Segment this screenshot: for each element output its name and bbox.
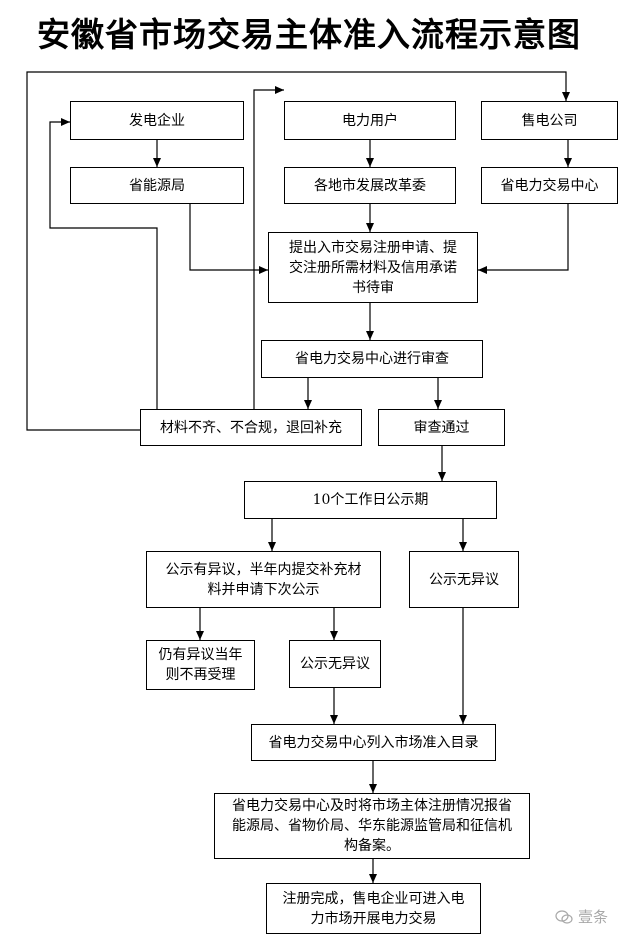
arrow-loop-to-user bbox=[253, 86, 284, 412]
node-electricity-retailer: 售电公司 bbox=[481, 101, 618, 140]
node-power-generator: 发电企业 bbox=[70, 101, 244, 140]
node-no-objection-mid: 公示无异议 bbox=[289, 640, 381, 688]
page-title: 安徽省市场交易主体准入流程示意图 bbox=[37, 15, 581, 54]
node-submit-application: 提出入市交易注册申请、提 交注册所需材料及信用承诺 书待审 bbox=[268, 232, 478, 303]
node-report-filing: 省电力交易中心及时将市场主体注册情况报省 能源局、省物价局、华东能源监管局和征信… bbox=[214, 793, 530, 859]
node-registration-complete: 注册完成，售电企业可进入电 力市场开展电力交易 bbox=[266, 883, 481, 934]
node-objection: 公示有异议，半年内提交补充材 料并申请下次公示 bbox=[146, 551, 381, 608]
node-approved: 审查通过 bbox=[378, 409, 505, 446]
node-still-objection: 仍有异议当年 则不再受理 bbox=[146, 640, 255, 690]
node-review: 省电力交易中心进行审查 bbox=[261, 340, 483, 378]
watermark: 壹条 bbox=[555, 906, 608, 927]
arrow-loop-to-gen bbox=[49, 118, 158, 412]
node-publicity-period: 10个工作日公示期 bbox=[244, 481, 497, 519]
node-no-objection-right: 公示无异议 bbox=[409, 551, 519, 608]
node-incomplete-returned: 材料不齐、不合规，退回补充 bbox=[140, 409, 362, 446]
node-local-ndrc: 各地市发展改革委 bbox=[284, 167, 456, 204]
arrow-loop-to-retailer bbox=[26, 71, 570, 431]
wechat-icon bbox=[555, 910, 573, 924]
node-trading-center: 省电力交易中心 bbox=[481, 167, 618, 204]
arrow-center-to-submit bbox=[478, 203, 569, 274]
watermark-text: 壹条 bbox=[577, 908, 608, 926]
arrow-bureau-to-submit bbox=[189, 203, 268, 274]
node-provincial-energy-bureau: 省能源局 bbox=[70, 167, 244, 204]
node-market-catalog: 省电力交易中心列入市场准入目录 bbox=[251, 724, 496, 761]
node-power-user: 电力用户 bbox=[284, 101, 456, 140]
